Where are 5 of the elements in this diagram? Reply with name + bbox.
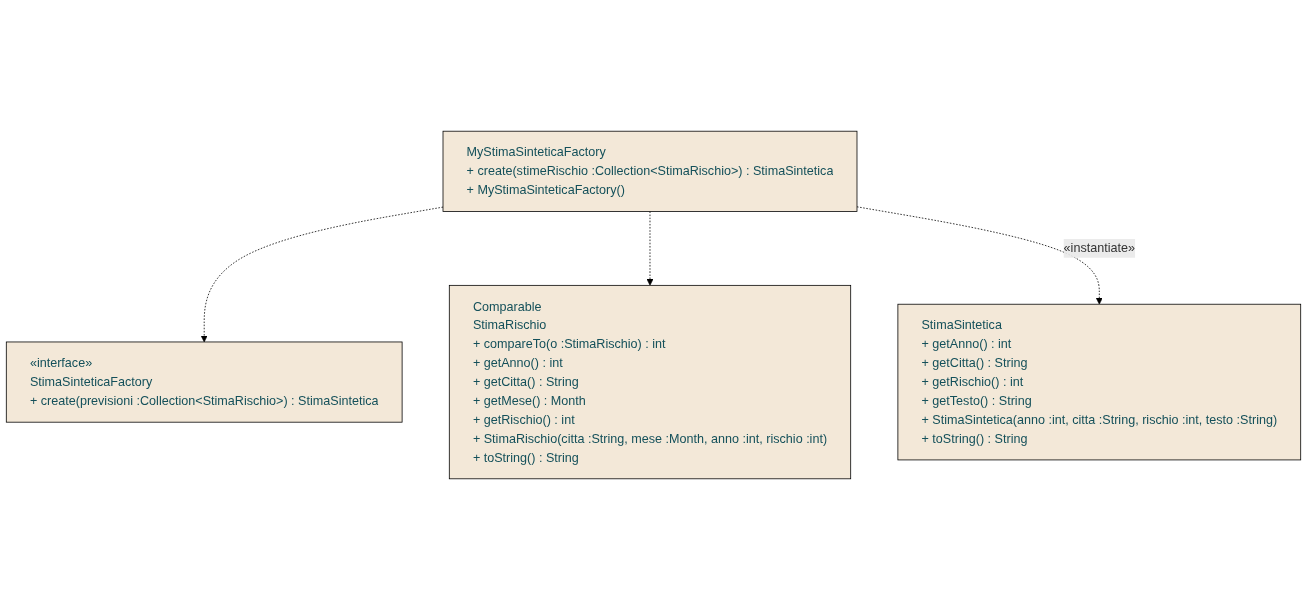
node-box: MyStimaSinteticaFactory + create(stimeRischio :Collection<StimaRischio>) : StimaSintetica + MyStimaSinteticaFactory() [442, 130, 858, 212]
node-box: «interface» StimaSinteticaFactory + create(previsioni :Collection<StimaRischio>) : StimaSintetica [5, 341, 403, 423]
node-box: StimaSintetica + getAnno() : int + getCitta() : String + getRischio() : int + getTesto() : String + StimaSintetica(anno :int, citta :String, rischio :int, testo :String) + toString() : String [897, 303, 1302, 461]
edge-label: «instantiate» [1063, 241, 1135, 255]
node-box: Comparable StimaRischio + compareTo(o :StimaRischio) : int + getAnno() : int + getCitta() : String + getMese() : Month + getRischio() : int + StimaRischio(citta :String, mese :Month, anno :int, rischio :int) + toString() : String [448, 284, 852, 480]
